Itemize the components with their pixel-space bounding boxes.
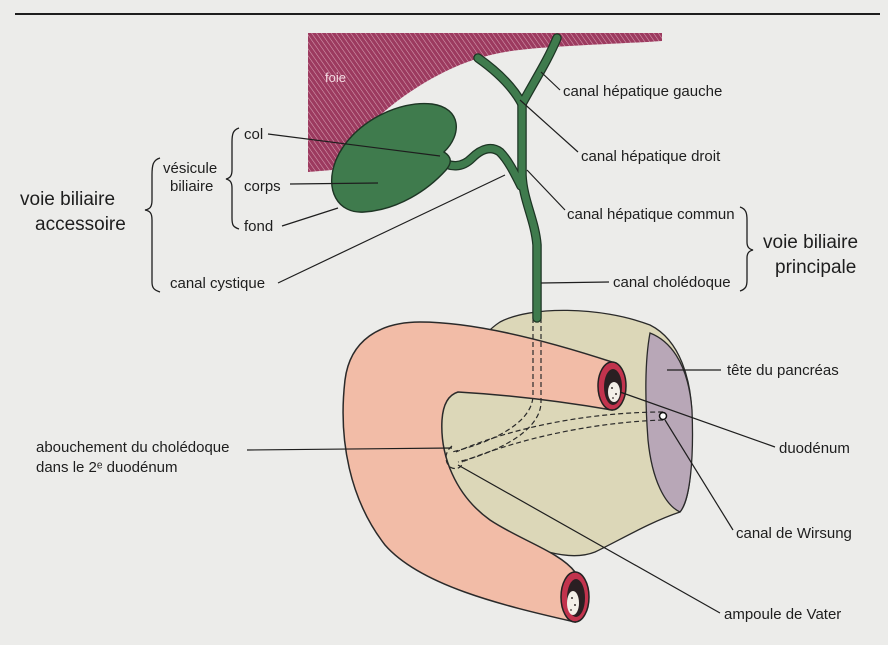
mucosa-speck <box>615 393 617 395</box>
label-canal-cystique: canal cystique <box>170 275 265 292</box>
label-duodenum: duodénum <box>779 440 850 457</box>
brace-voie-accessoire <box>145 158 160 292</box>
leader-hepatique-commun <box>527 170 565 210</box>
mucosa-speck <box>612 397 614 399</box>
label-canal-hepatique-droit: canal hépatique droit <box>581 148 721 165</box>
mucosa-speck <box>571 597 573 599</box>
label-canal-wirsung: canal de Wirsung <box>736 525 852 542</box>
label-abouchement-line1: abouchement du cholédoque <box>36 439 230 456</box>
label-canal-choledoque: canal cholédoque <box>613 274 731 291</box>
leader-choledoque <box>541 282 609 283</box>
label-tete-pancreas: tête du pancréas <box>727 362 839 379</box>
brace-vesicule <box>226 128 239 229</box>
label-fond: fond <box>244 218 273 235</box>
mucosa-speck <box>611 387 613 389</box>
label-canal-hepatique-gauche: canal hépatique gauche <box>563 83 722 100</box>
label-voie-principale-line2: principale <box>775 257 856 278</box>
cystic-duct <box>440 149 521 186</box>
duodenum-lower-cut-end <box>561 572 589 622</box>
label-vesicule-line1: vésicule <box>163 160 217 177</box>
label-voie-accessoire-line1: voie biliaire <box>20 189 115 210</box>
duodenum-upper-cut-end <box>598 362 626 410</box>
wirsung-opening <box>660 413 667 420</box>
mucosa-speck <box>574 604 576 606</box>
label-vesicule-line2: biliaire <box>170 178 213 195</box>
leader-fond <box>282 208 338 226</box>
brace-voie-principale <box>740 207 753 291</box>
label-voie-accessoire-line2: accessoire <box>35 214 126 235</box>
label-canal-hepatique-commun: canal hépatique commun <box>567 206 735 223</box>
duodenum-upper-mucosa <box>608 382 620 402</box>
liver-label: foie <box>325 70 346 85</box>
label-ampoule-vater: ampoule de Vater <box>724 606 841 623</box>
leader-hepatique-gauche <box>541 72 560 90</box>
mucosa-speck <box>570 609 572 611</box>
label-corps: corps <box>244 178 281 195</box>
label-col: col <box>244 126 263 143</box>
label-voie-principale-line1: voie biliaire <box>763 232 858 253</box>
label-abouchement-line2: dans le 2ᵉ duodénum <box>36 459 178 476</box>
duodenum-lower-mucosa <box>567 591 579 615</box>
leader-hepatique-droit <box>520 100 578 152</box>
